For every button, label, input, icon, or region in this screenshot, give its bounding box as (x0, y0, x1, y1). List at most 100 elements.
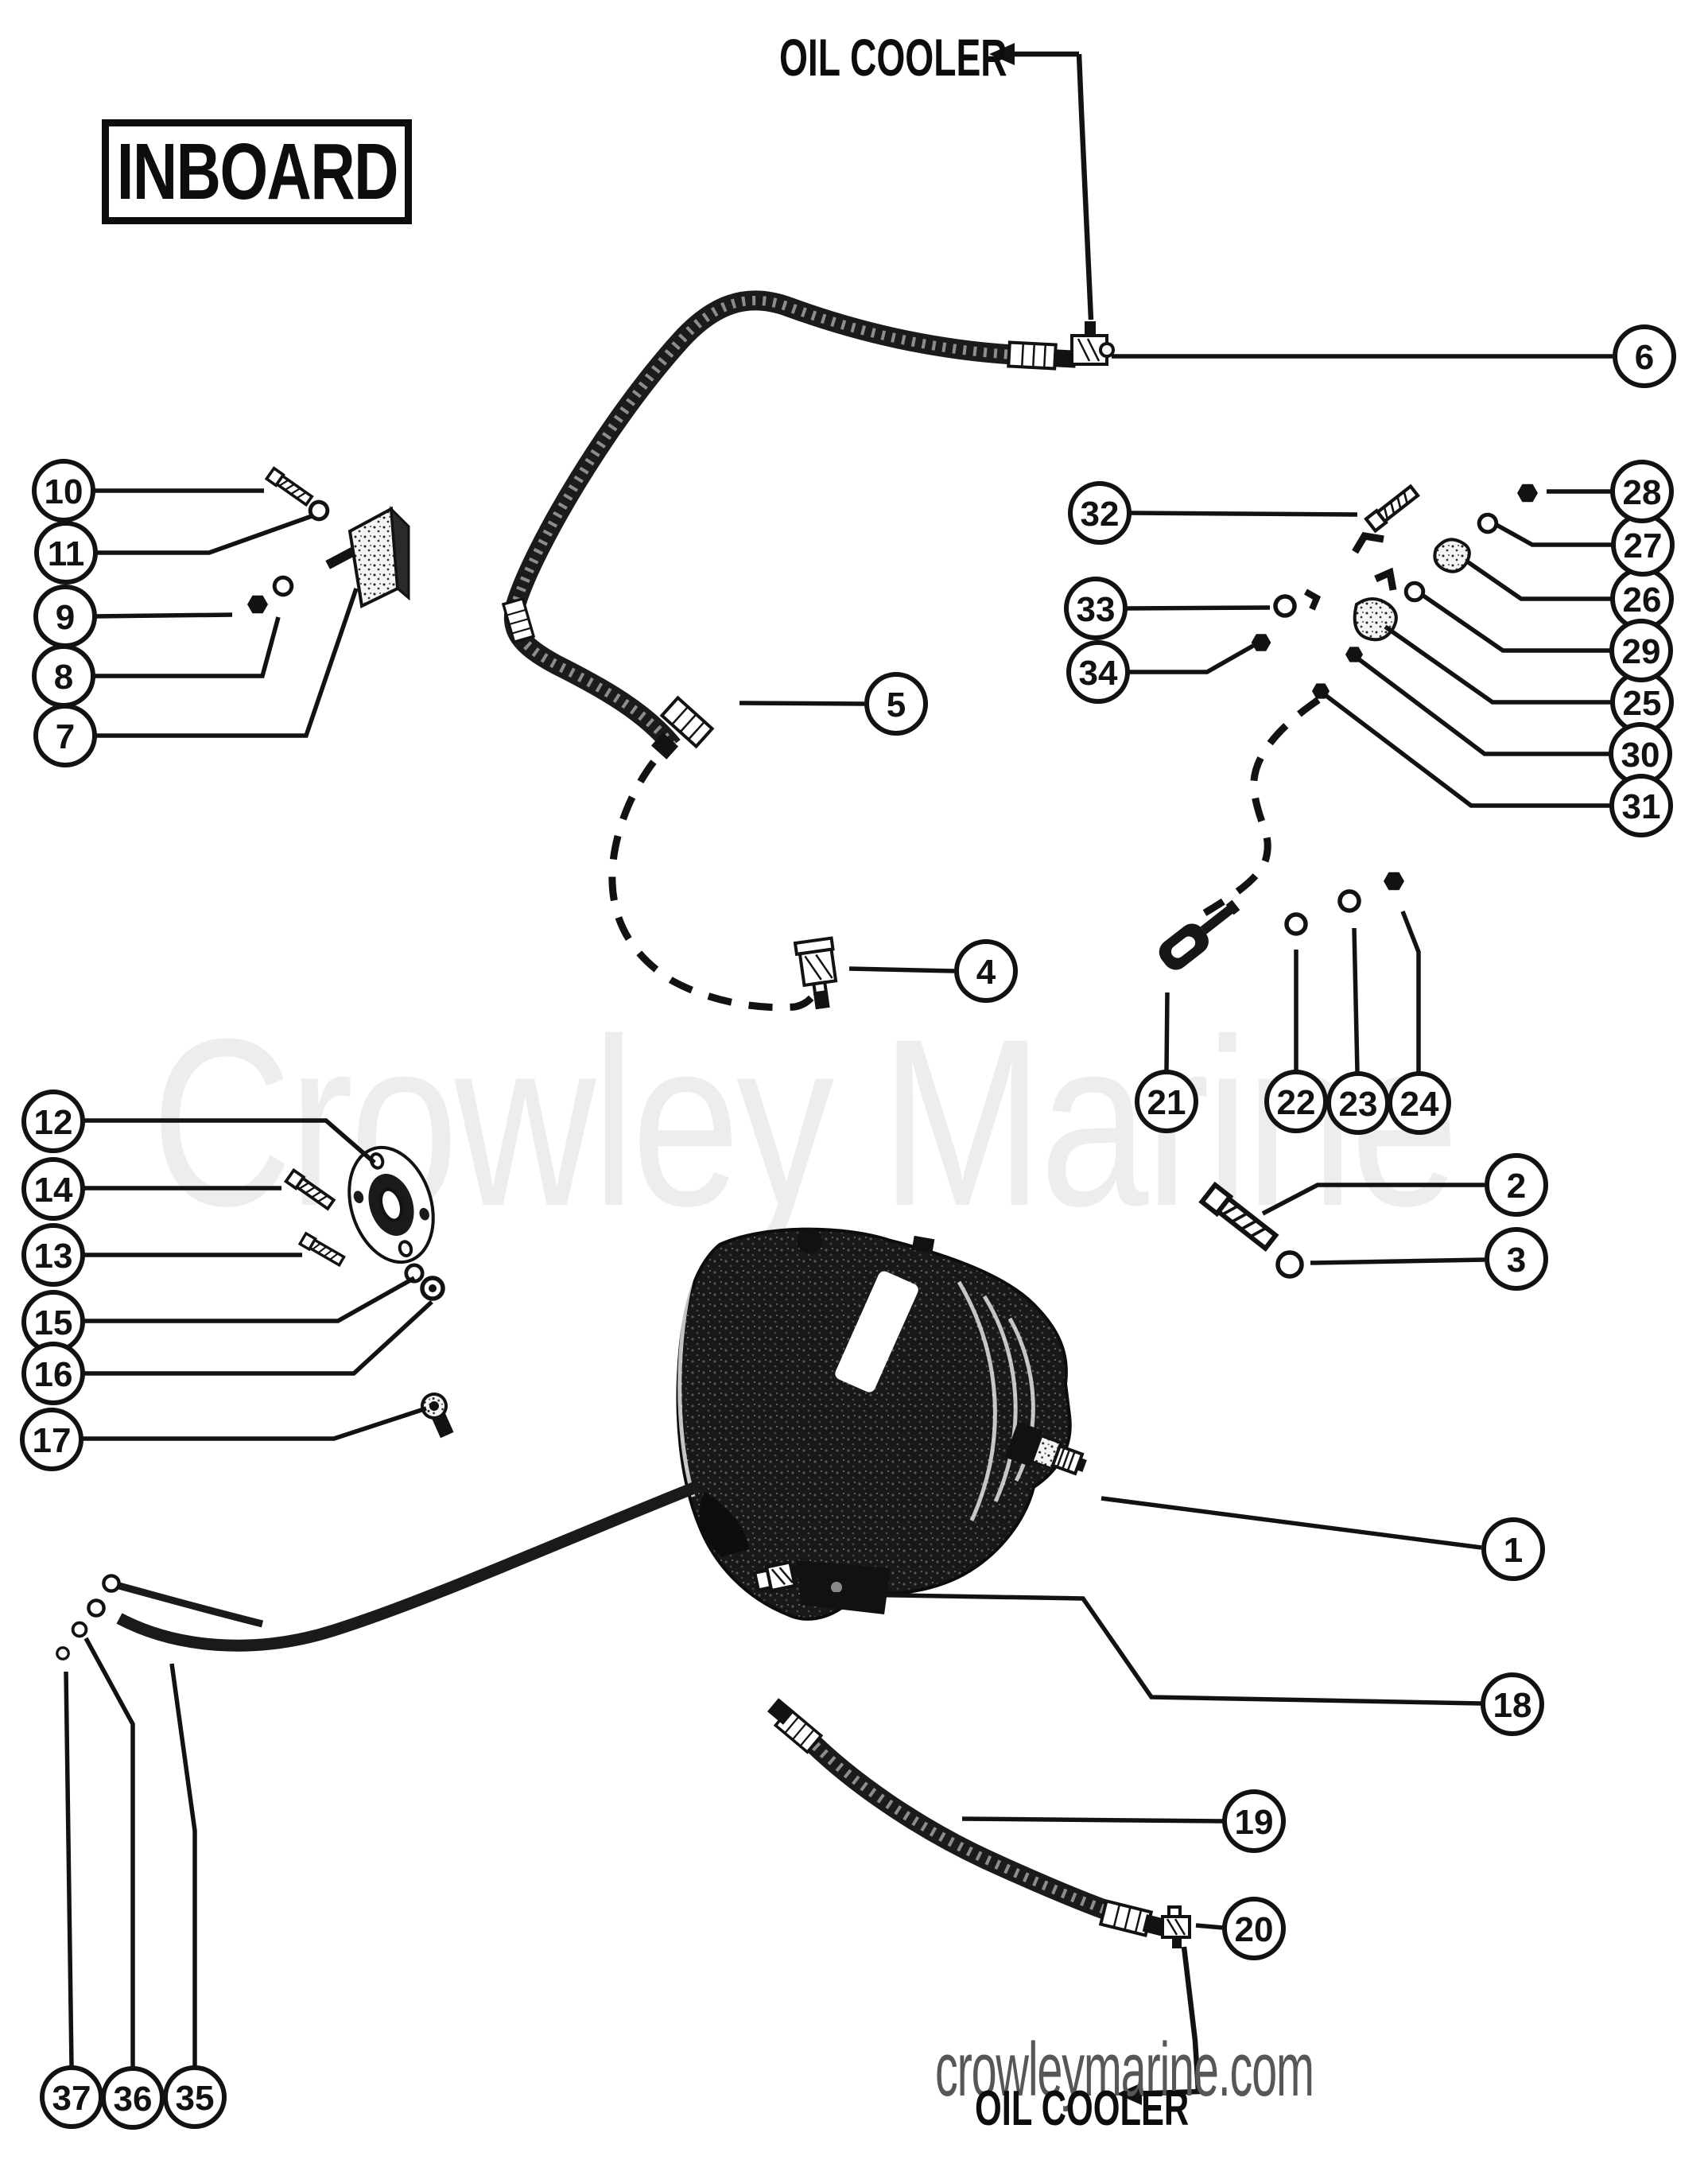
callout-37: 37 (40, 1671, 103, 2129)
leader-line-29 (1422, 593, 1610, 653)
svg-text:31: 31 (1622, 787, 1661, 826)
callout-24: 24 (1388, 910, 1451, 1135)
svg-text:24: 24 (1400, 1085, 1439, 1124)
leader-line-35 (169, 1663, 197, 2066)
callout-2: 2 (1261, 1153, 1548, 1217)
output-shaft (1004, 1421, 1087, 1476)
leader-line-18 (802, 1591, 1482, 1706)
leader-line-1 (1100, 1496, 1482, 1550)
leader-line-7 (95, 588, 359, 738)
leader-line-21 (1164, 992, 1170, 1071)
svg-text:27: 27 (1624, 526, 1663, 565)
svg-text:32: 32 (1081, 495, 1120, 534)
callout-10: 10 (32, 459, 264, 522)
svg-text:1: 1 (1504, 1531, 1523, 1570)
site-watermark-text: crowleymarine.com (935, 2027, 1314, 2112)
svg-text:26: 26 (1623, 581, 1662, 620)
callout-21: 21 (1135, 992, 1198, 1133)
callout-18: 18 (802, 1591, 1544, 1736)
leader-line-30 (1354, 655, 1609, 756)
leader-line-20 (1195, 1923, 1224, 1930)
callout-11: 11 (34, 514, 312, 585)
oil-fitting-part-20 (1161, 1905, 1191, 1948)
svg-text:20: 20 (1235, 1910, 1274, 1949)
callout-9: 9 (33, 585, 233, 648)
leader-line-23 (1352, 927, 1360, 1073)
leader-line-27 (1495, 522, 1612, 547)
callout-7: 7 (33, 588, 359, 767)
callout-25: 25 (1384, 624, 1674, 734)
leader-line-24 (1400, 910, 1421, 1072)
svg-text:21: 21 (1147, 1083, 1186, 1122)
leader-line-5 (739, 701, 865, 706)
callout-33: 33 (1064, 577, 1271, 640)
oil-cooler-arrow-bottom (1116, 1946, 1201, 2105)
svg-text:14: 14 (34, 1171, 73, 1210)
svg-text:22: 22 (1277, 1083, 1316, 1122)
svg-text:10: 10 (45, 472, 83, 511)
svg-text:11: 11 (48, 534, 85, 573)
svg-text:28: 28 (1623, 473, 1662, 512)
svg-text:23: 23 (1339, 1085, 1378, 1124)
callout-5: 5 (739, 672, 928, 736)
fasteners-21-24 (1287, 872, 1404, 934)
callout-36: 36 (83, 1637, 165, 2130)
callout-34: 34 (1066, 640, 1255, 704)
leader-line-19 (961, 1816, 1224, 1824)
leader-line-15 (83, 1276, 416, 1323)
leader-line-31 (1322, 691, 1610, 808)
svg-text:18: 18 (1493, 1686, 1532, 1725)
callout-27: 27 (1495, 513, 1675, 577)
oil-fitting-part-4 (793, 936, 838, 1010)
svg-text:6: 6 (1635, 338, 1654, 377)
svg-text:30: 30 (1621, 736, 1660, 775)
fasteners-bolt-2-washer-3 (1202, 1185, 1304, 1279)
oil-fitting-part-6 (1070, 321, 1115, 366)
svg-text:4: 4 (976, 953, 996, 992)
callout-13: 13 (21, 1223, 302, 1287)
svg-text:8: 8 (54, 658, 73, 697)
leader-line-25 (1384, 624, 1611, 705)
callout-3: 3 (1310, 1227, 1548, 1291)
callout-15: 15 (21, 1276, 416, 1354)
svg-text:33: 33 (1077, 590, 1116, 629)
inboard-label: INBOARD (116, 126, 398, 216)
leader-line-2 (1261, 1183, 1485, 1216)
svg-text:17: 17 (33, 1421, 72, 1460)
leader-line-26 (1465, 559, 1611, 601)
coupling-flange-part-12 (347, 1145, 435, 1264)
callout-14: 14 (21, 1157, 281, 1221)
svg-text:5: 5 (887, 686, 906, 724)
leader-line-34 (1129, 643, 1255, 674)
svg-text:37: 37 (52, 2079, 91, 2118)
svg-text:19: 19 (1235, 1803, 1274, 1842)
svg-text:34: 34 (1079, 654, 1118, 693)
lower-oil-hose-part-19 (767, 1698, 1167, 1937)
dipstick-part-21 (1159, 899, 1240, 970)
leader-line-12 (83, 1118, 376, 1165)
leader-line-9 (94, 612, 233, 619)
callout-4: 4 (848, 939, 1018, 1003)
svg-text:16: 16 (34, 1355, 73, 1394)
shift-linkage-cluster (1251, 484, 1538, 699)
svg-text:2: 2 (1507, 1167, 1526, 1206)
leader-line-8 (93, 616, 281, 678)
callout-19: 19 (961, 1789, 1286, 1853)
svg-text:29: 29 (1622, 632, 1661, 671)
callout-35: 35 (163, 1663, 227, 2129)
oil-cooler-label-top: OIL COOLER (779, 28, 1007, 87)
upper-oil-hose-part-5 (502, 290, 1077, 759)
leader-line-16 (83, 1299, 433, 1376)
svg-text:13: 13 (34, 1237, 73, 1276)
sender-part-17 (421, 1393, 454, 1439)
svg-text:15: 15 (34, 1303, 73, 1342)
fasteners-flange (284, 1168, 445, 1301)
shift-routing-dashed-line (1202, 697, 1321, 916)
callout-23: 23 (1326, 927, 1390, 1135)
leader-line-4 (848, 966, 955, 973)
mounting-bracket-part-7 (325, 506, 410, 608)
svg-text:36: 36 (114, 2080, 153, 2119)
